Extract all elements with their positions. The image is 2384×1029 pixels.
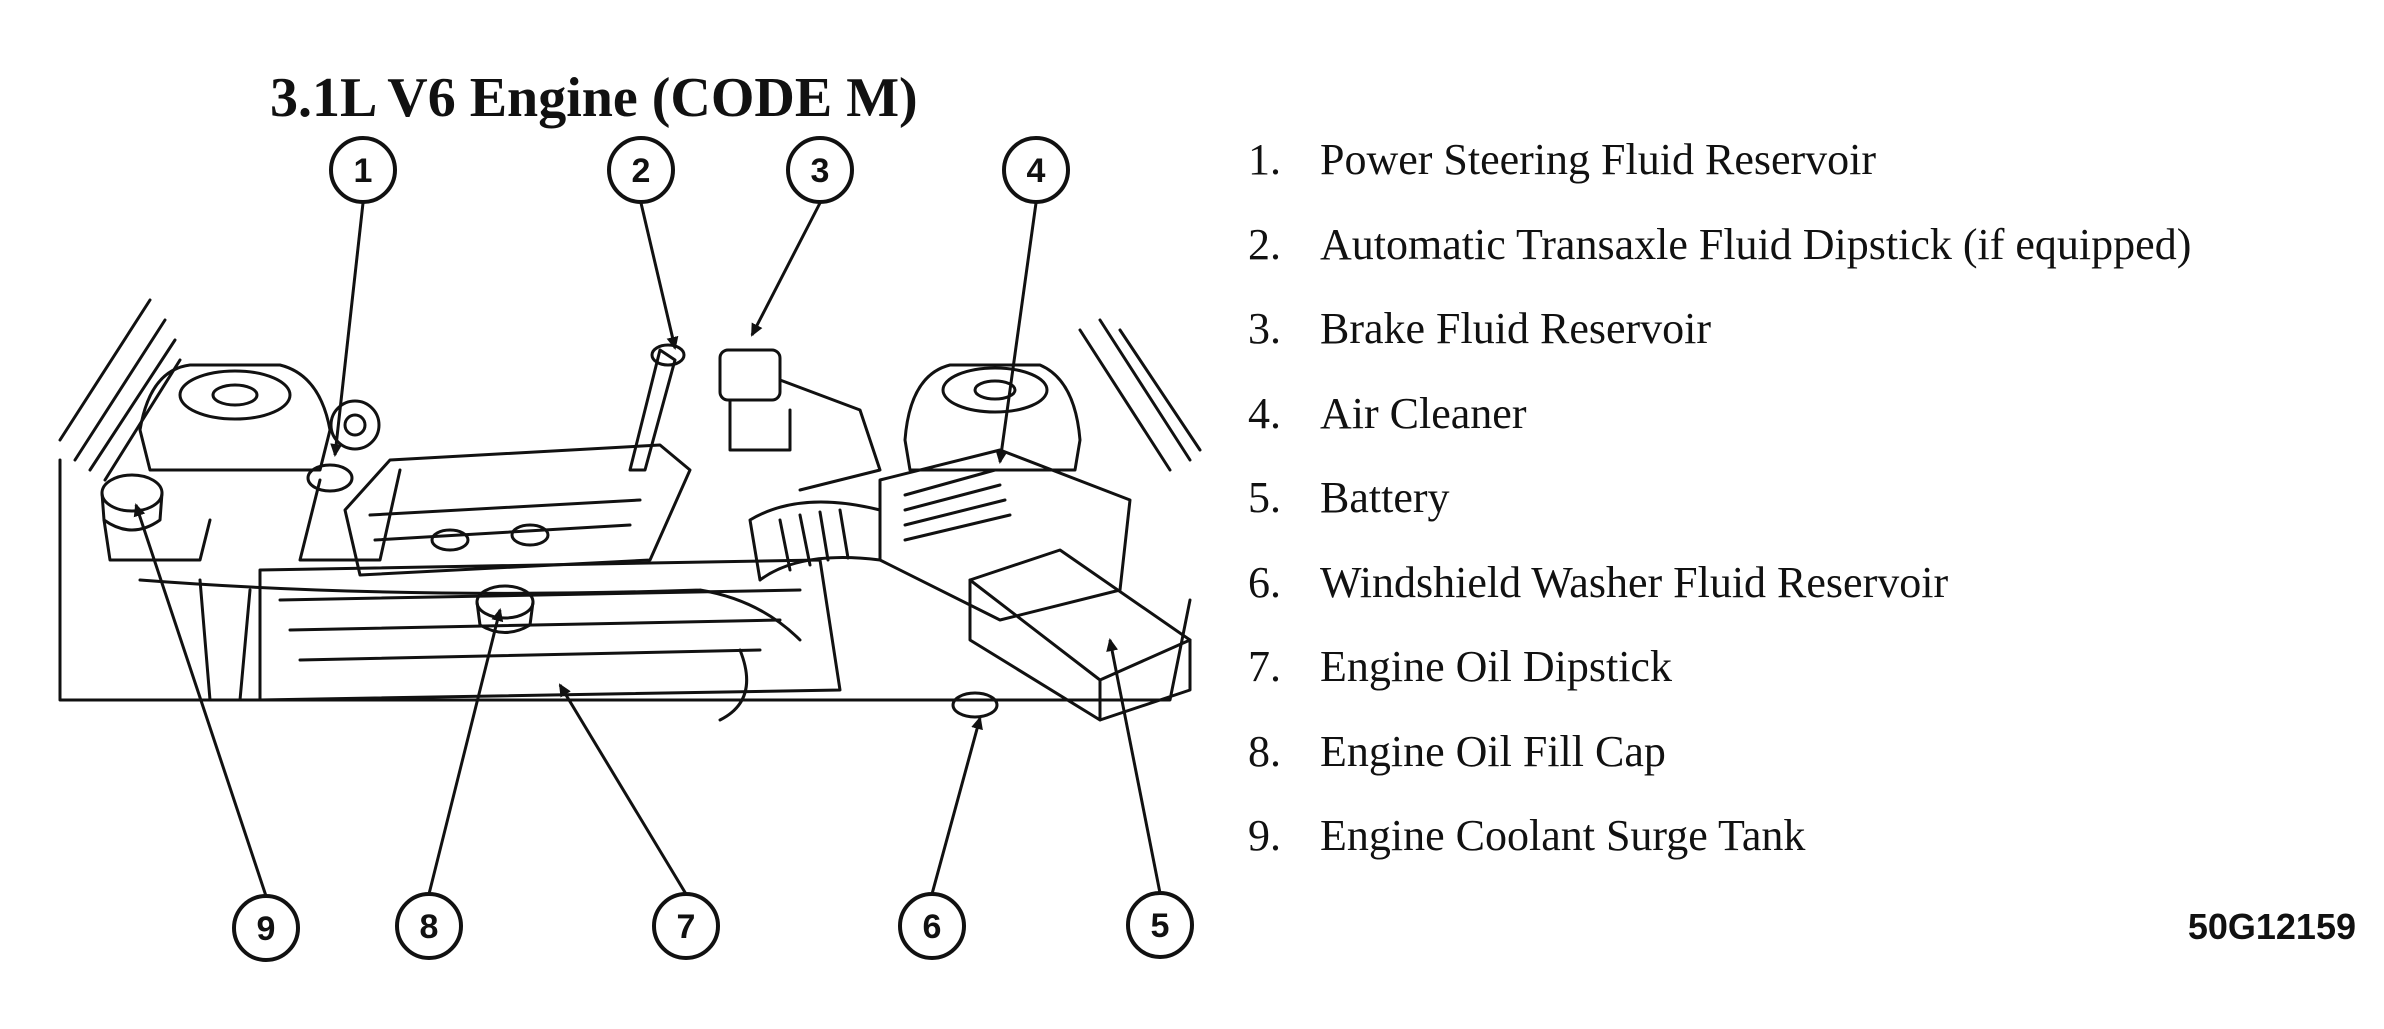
callout-9-circle: [232, 894, 300, 962]
callout-3-label: 3: [811, 152, 830, 190]
legend-item: 4. Air Cleaner: [1248, 372, 2191, 457]
callout-4-label: 4: [1027, 152, 1046, 190]
diagram-title: 3.1L V6 Engine (CODE M): [270, 67, 918, 129]
callout-5-circle: [1126, 891, 1194, 959]
legend-label: Engine Coolant Surge Tank: [1320, 811, 1806, 860]
legend-number: 1.: [1248, 135, 1281, 184]
legend-item: 5. Battery: [1248, 456, 2191, 541]
parts-legend: 1. Power Steering Fluid Reservoir 2. Autom…: [1248, 118, 2191, 879]
legend-label: Air Cleaner: [1320, 388, 1527, 438]
legend-label: Engine Oil Fill Cap: [1320, 726, 1666, 776]
legend-item: 3. Brake Fluid Reservoir: [1248, 287, 2191, 372]
callout-8-circle: [395, 892, 463, 960]
callout-6-circle: [898, 892, 966, 960]
figure-code: 50G12159: [2187, 906, 2356, 947]
legend-item: 9. Engine Coolant Surge Tank: [1248, 794, 2191, 879]
legend-label: Power Steering Fluid Reservoir: [1320, 135, 1877, 184]
callout-6-label: 6: [923, 908, 942, 946]
legend-item: 6. Windshield Washer Fluid Reservoir: [1248, 541, 2191, 626]
callout-2-label: 2: [632, 152, 651, 190]
callout-1-circle: [329, 136, 397, 204]
legend-item: 7. Engine Oil Dipstick: [1248, 625, 2191, 710]
legend-item: 2. Automatic Transaxle Fluid Dipstick (if…: [1248, 203, 2191, 288]
legend-number: 3.: [1248, 304, 1281, 353]
legend-number: 4.: [1248, 388, 1281, 438]
legend-number: 5.: [1248, 473, 1281, 522]
callout-8-label: 8: [420, 908, 439, 946]
legend-item: 1. Power Steering Fluid Reservoir: [1248, 118, 2191, 203]
legend-number: 6.: [1248, 557, 1281, 607]
callout-9-label: 9: [257, 910, 276, 948]
legend-number: 7.: [1248, 642, 1281, 691]
legend-label: Engine Oil Dipstick: [1320, 642, 1672, 691]
legend-label: Automatic Transaxle Fluid Dipstick (if e…: [1320, 219, 2192, 269]
legend-label: Windshield Washer Fluid Reservoir: [1320, 557, 1949, 607]
callout-5-label: 5: [1151, 907, 1170, 945]
callout-4-circle: [1002, 136, 1070, 204]
callout-1-label: 1: [354, 152, 373, 190]
callout-7-label: 7: [677, 908, 696, 946]
callout-2-circle: [607, 136, 675, 204]
legend-number: 2.: [1248, 219, 1281, 269]
legend-item: 8. Engine Oil Fill Cap: [1248, 710, 2191, 795]
engine-illustration: 1 2 3 4 5 6 7 8 9: [58, 136, 1202, 962]
legend-label: Brake Fluid Reservoir: [1320, 304, 1712, 353]
callout-7-circle: [652, 892, 720, 960]
legend-number: 9.: [1248, 811, 1281, 860]
legend-number: 8.: [1248, 726, 1281, 776]
legend-label: Battery: [1320, 473, 1450, 522]
callout-3-circle: [786, 136, 854, 204]
